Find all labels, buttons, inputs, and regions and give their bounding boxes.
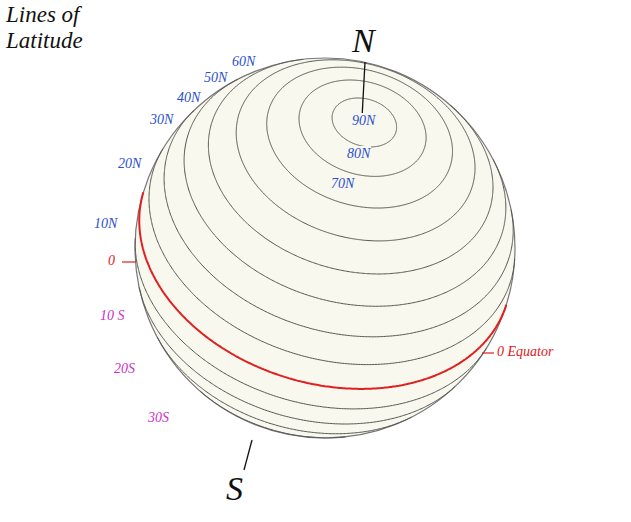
- equator-line: [139, 192, 506, 389]
- latitude-line: [236, 60, 475, 241]
- globe: [135, 58, 515, 438]
- equator-label: 0 Equator: [497, 344, 553, 359]
- pole-label: S: [226, 470, 243, 507]
- latitude-line: [149, 149, 515, 365]
- latitude-label: 50N: [204, 70, 227, 85]
- latitude-line: [267, 67, 453, 208]
- latitude-label: 90N: [351, 113, 376, 128]
- leader-line: [482, 352, 494, 353]
- latitude-line: [139, 288, 455, 425]
- latitude-line: [299, 80, 426, 176]
- latitude-label: 70N: [330, 176, 355, 191]
- south-axis-line: [244, 440, 252, 470]
- latitude-line: [184, 79, 506, 306]
- latitude-label: 30N: [150, 112, 173, 127]
- latitude-label: 60N: [232, 54, 255, 69]
- latitude-label: 10 S: [100, 308, 125, 323]
- latitude-label: 40N: [177, 90, 200, 105]
- latitude-line: [157, 338, 411, 434]
- pole-label: N: [352, 22, 375, 59]
- latitude-label: 20N: [118, 156, 141, 171]
- north-axis-line: [362, 62, 365, 118]
- latitude-label: 30S: [148, 410, 169, 425]
- latitude-label: 0: [108, 253, 115, 268]
- latitude-line: [208, 59, 493, 274]
- latitude-label: 20S: [114, 361, 135, 376]
- latitude-label: 80N: [346, 146, 371, 161]
- latitude-lines: [135, 59, 515, 438]
- latitude-label: 10N: [94, 216, 117, 231]
- latitude-line: [200, 391, 345, 438]
- leader-line: [122, 261, 136, 262]
- diagram-title: Lines of Latitude: [6, 2, 116, 55]
- latitude-line: [332, 98, 397, 147]
